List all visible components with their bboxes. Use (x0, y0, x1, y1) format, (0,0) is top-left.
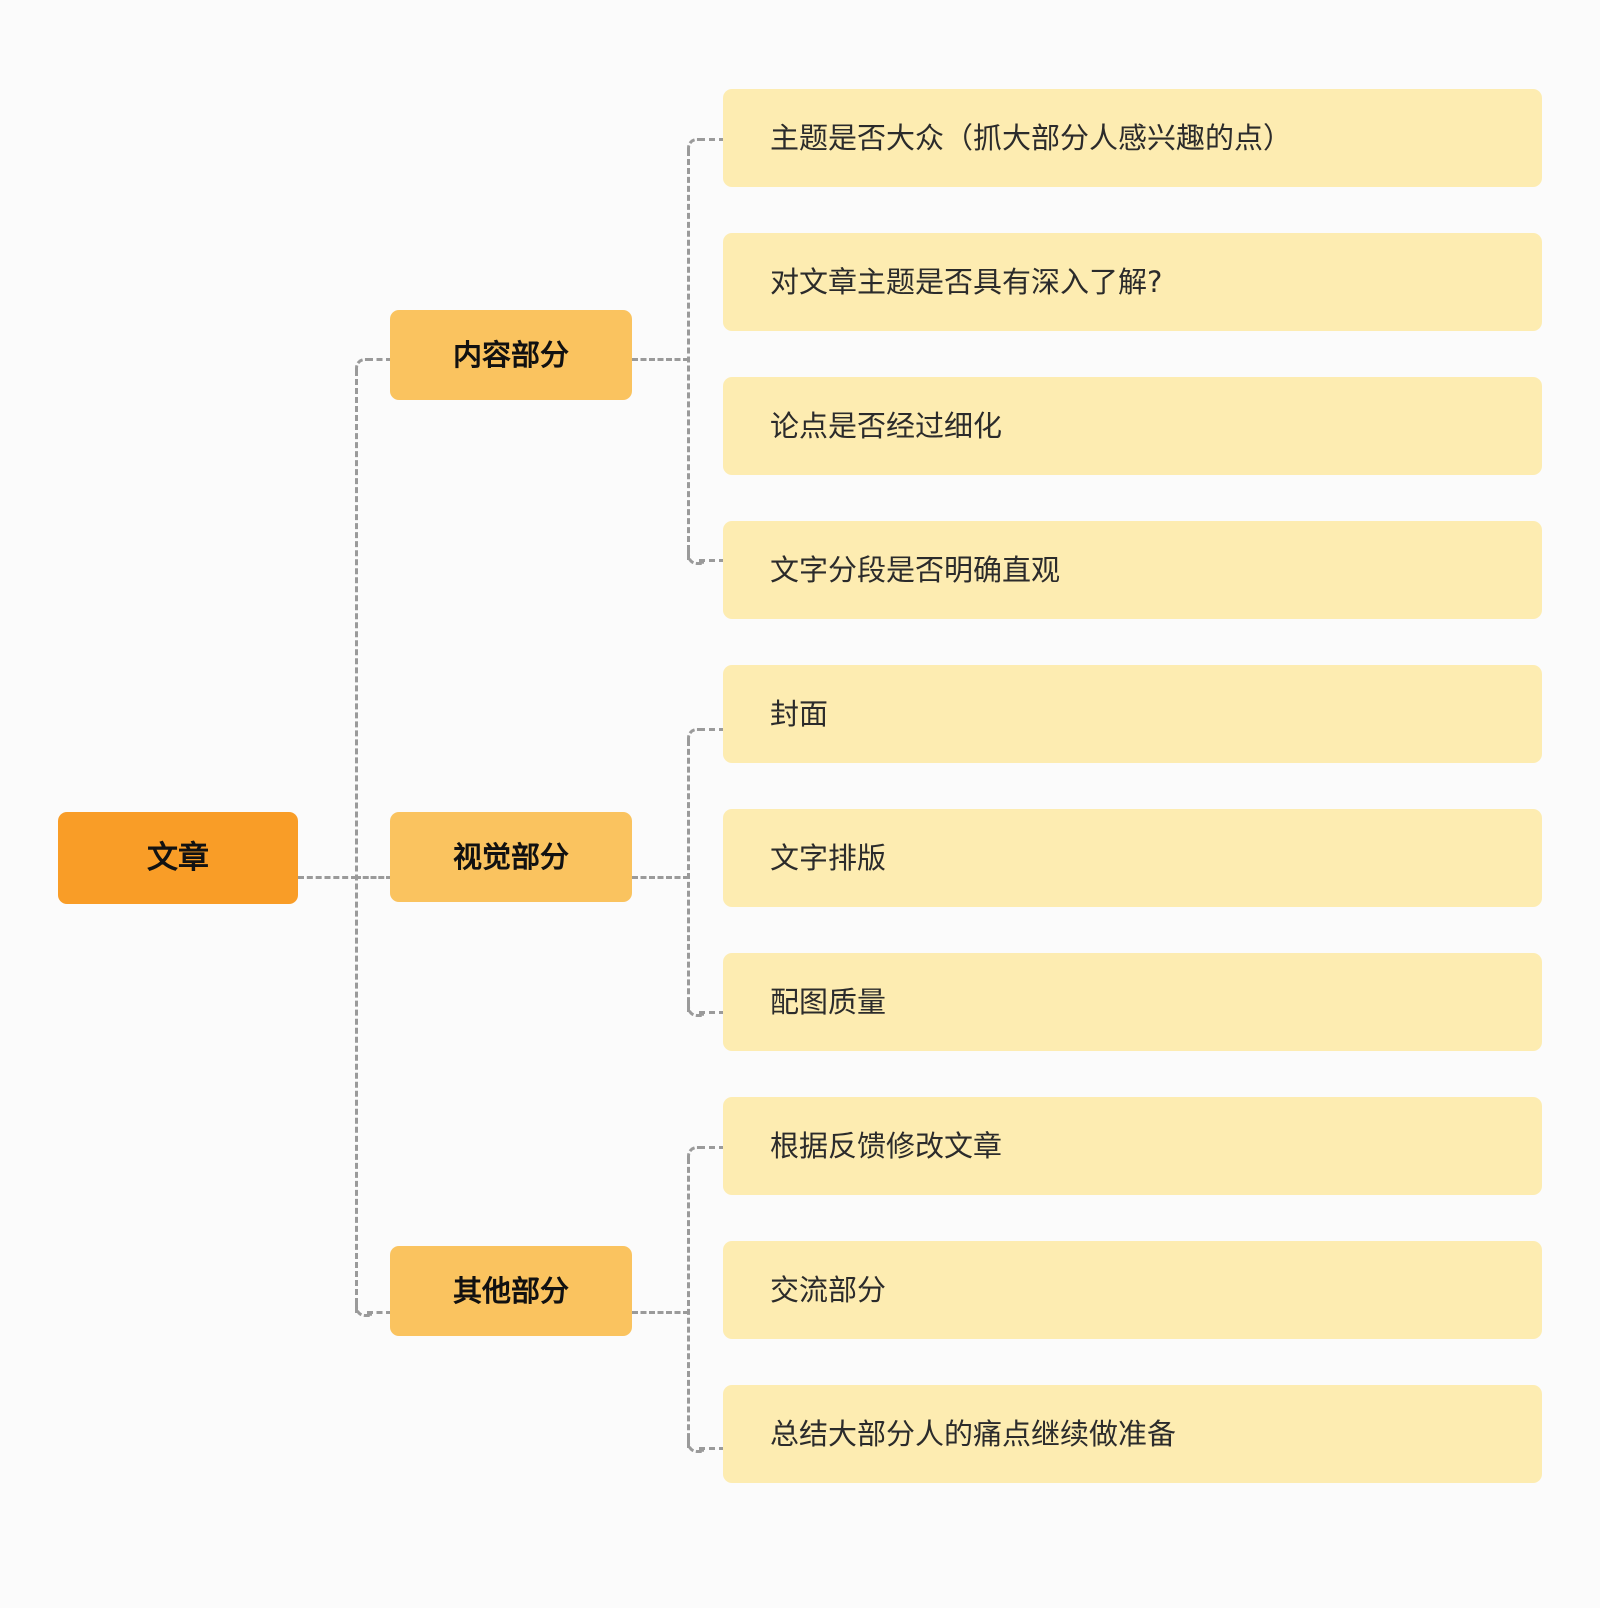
leaf-node-label: 文字排版 (770, 840, 887, 875)
leaf-node-label: 主题是否大众（抓大部分人感兴趣的点） (770, 120, 1293, 155)
connector-elbow-leaf-1-top (687, 138, 704, 155)
leaf-node-label: 配图质量 (770, 984, 887, 1019)
leaf-node-paragraphing[interactable]: 文字分段是否明确直观 (723, 521, 1542, 619)
leaf-node-label: 论点是否经过细化 (770, 408, 1003, 443)
branch-node-label: 其他部分 (452, 1273, 569, 1308)
leaf-node-argument-refined[interactable]: 论点是否经过细化 (723, 377, 1542, 475)
leaf-node-topic-depth[interactable]: 对文章主题是否具有深入了解? (723, 233, 1542, 331)
connector-branch-3-out (632, 1311, 689, 1314)
leaf-node-typography[interactable]: 文字排版 (723, 809, 1542, 907)
leaf-node-revise-by-feedback[interactable]: 根据反馈修改文章 (723, 1097, 1542, 1195)
branch-node-visual[interactable]: 视觉部分 (390, 812, 632, 902)
connector-leaf-1-4-stub (699, 559, 725, 562)
connector-root-stub (298, 876, 357, 879)
connector-elbow-leaf-2-top (687, 728, 704, 745)
connector-elbow-branch-top (355, 358, 372, 375)
branch-node-label: 内容部分 (452, 337, 569, 372)
root-node-label: 文章 (147, 839, 209, 876)
connector-leaf-trunk-3 (687, 1158, 690, 1448)
connector-elbow-leaf-3-bottom (687, 1436, 704, 1453)
connector-elbow-branch-bottom (355, 1300, 372, 1317)
connector-leaf-3-1-stub (699, 1146, 725, 1149)
leaf-node-label: 文字分段是否明确直观 (770, 552, 1061, 587)
leaf-node-label: 封面 (770, 696, 829, 731)
connector-branch-2-out (632, 876, 689, 879)
leaf-node-summarize-painpoints[interactable]: 总结大部分人的痛点继续做准备 (723, 1385, 1542, 1483)
connector-leaf-2-1-stub (699, 728, 725, 731)
branch-node-label: 视觉部分 (452, 839, 569, 874)
connector-branch-trunk (355, 370, 358, 1313)
leaf-node-label: 根据反馈修改文章 (770, 1128, 1003, 1163)
leaf-node-label: 对文章主题是否具有深入了解? (770, 264, 1163, 299)
leaf-node-label: 交流部分 (770, 1272, 887, 1307)
connector-branch-2-stub (355, 876, 392, 879)
connector-leaf-2-3-stub (699, 1011, 725, 1014)
branch-node-other[interactable]: 其他部分 (390, 1246, 632, 1336)
connector-leaf-3-3-stub (699, 1447, 725, 1450)
connector-leaf-trunk-1 (687, 150, 690, 560)
connector-elbow-leaf-1-bottom (687, 548, 704, 565)
branch-node-content[interactable]: 内容部分 (390, 310, 632, 400)
connector-elbow-leaf-3-top (687, 1146, 704, 1163)
connector-branch-1-out (632, 358, 689, 361)
leaf-node-image-quality[interactable]: 配图质量 (723, 953, 1542, 1051)
connector-elbow-leaf-2-bottom (687, 1000, 704, 1017)
leaf-node-communication[interactable]: 交流部分 (723, 1241, 1542, 1339)
leaf-node-topic-popular[interactable]: 主题是否大众（抓大部分人感兴趣的点） (723, 89, 1542, 187)
leaf-node-cover[interactable]: 封面 (723, 665, 1542, 763)
connector-leaf-1-1-stub (699, 138, 725, 141)
root-node-article[interactable]: 文章 (58, 812, 298, 904)
connector-branch-1-stub (367, 358, 392, 361)
connector-branch-3-stub (367, 1311, 392, 1314)
connector-leaf-trunk-2 (687, 740, 690, 1012)
leaf-node-label: 总结大部分人的痛点继续做准备 (770, 1416, 1177, 1451)
